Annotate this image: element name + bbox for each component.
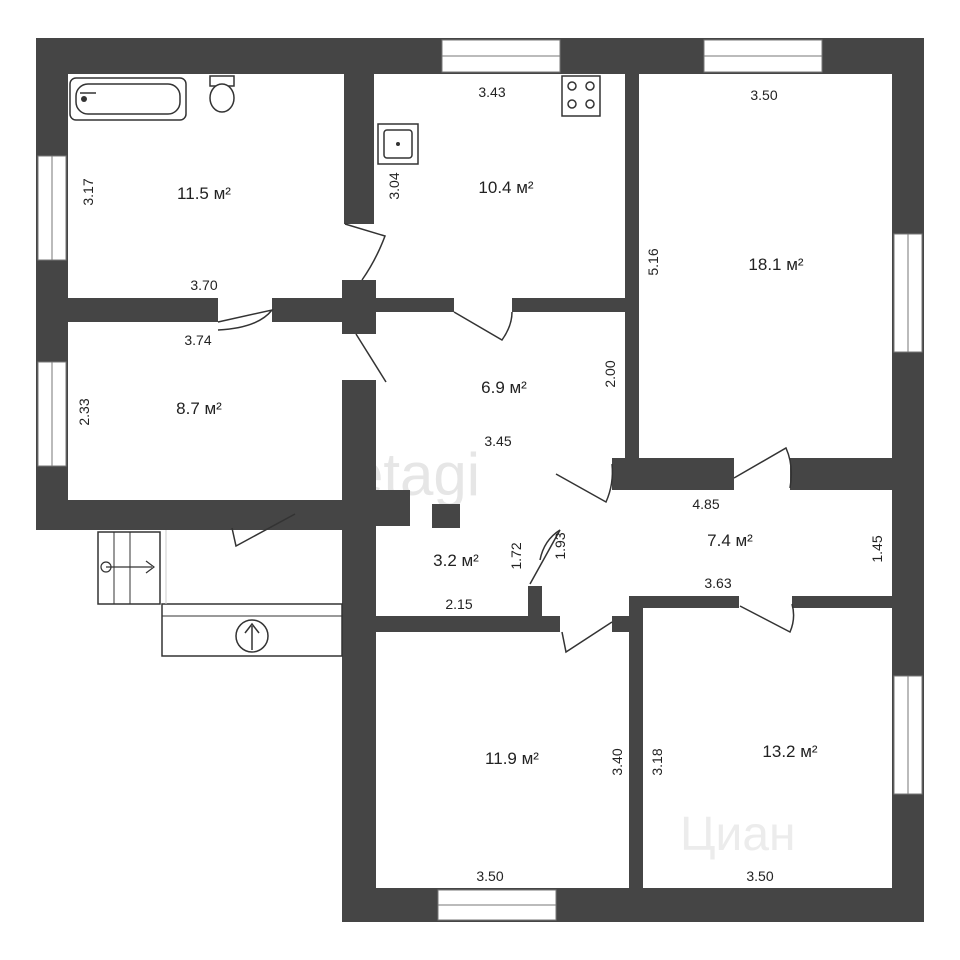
dim-bedroom-1-width: 3.50: [476, 868, 503, 884]
chimney-icon: [432, 504, 460, 528]
area-bathroom: 11.5 м²: [177, 184, 231, 203]
area-living-room: 18.1 м²: [748, 255, 803, 274]
watermark-cian: Циан: [680, 808, 796, 861]
dim-kitchen-height: 3.04: [386, 172, 402, 199]
dim-corridor-height: 1.45: [869, 535, 885, 562]
exit-arrow-icon: [161, 603, 343, 657]
area-hall: 6.9 м²: [481, 378, 527, 397]
dim-hall-height: 2.00: [602, 360, 618, 387]
dim-kitchen-width: 3.43: [478, 84, 505, 100]
sink-icon: [377, 123, 419, 165]
dim-bathroom-width: 3.70: [190, 277, 217, 293]
area-corridor: 7.4 м²: [707, 531, 753, 550]
dim-bedroom-2-height: 3.18: [649, 748, 665, 775]
dim-bedroom-small-width: 3.74: [184, 332, 211, 348]
dim-bedroom-1-height: 3.40: [609, 748, 625, 775]
dim-corridor-width: 4.85: [692, 496, 719, 512]
dim-living-width: 3.50: [750, 87, 777, 103]
dim-bedroom-small-height: 2.33: [76, 398, 92, 425]
toilet-icon: [209, 75, 235, 113]
bathtub-icon: [69, 77, 187, 121]
dim-living-height: 5.16: [645, 248, 661, 275]
area-storage: 3.2 м²: [433, 551, 479, 570]
dim-storage-diag: 1.93: [552, 532, 568, 559]
stove-icon: [561, 75, 601, 117]
dim-bedroom-2-width: 3.50: [746, 868, 773, 884]
area-bedroom-1: 11.9 м²: [485, 749, 539, 768]
dim-corridor-inner: 3.63: [704, 575, 731, 591]
dim-storage-width: 2.15: [445, 596, 472, 612]
area-bedroom-2: 13.2 м²: [762, 742, 817, 761]
dim-hall-width: 3.45: [484, 433, 511, 449]
windows: [37, 39, 923, 921]
dim-storage-height: 1.72: [508, 542, 524, 569]
area-kitchen: 10.4 м²: [478, 178, 533, 197]
doors: [217, 223, 795, 654]
entrance-arrow-icon: [97, 531, 161, 605]
dim-bathroom-height: 3.17: [80, 178, 96, 205]
area-bedroom-small: 8.7 м²: [176, 399, 222, 418]
